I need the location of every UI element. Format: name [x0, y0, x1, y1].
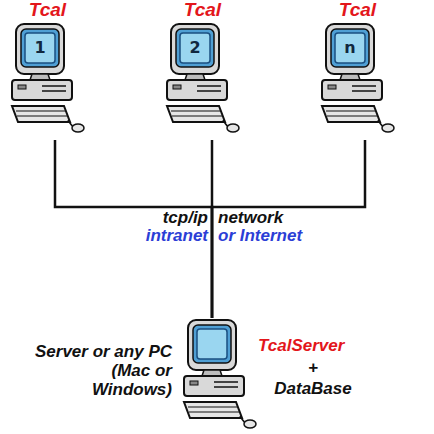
cpu-case [167, 80, 227, 100]
keyboard-row [326, 111, 376, 112]
mouse [244, 420, 256, 428]
client-computer: Tcal 2 [165, 0, 240, 140]
computer-illustration [165, 22, 240, 144]
client-number: n [335, 33, 365, 63]
power-button [190, 381, 198, 385]
keyboard [184, 402, 242, 418]
monitor-body [188, 320, 236, 370]
client-number: 1 [25, 33, 55, 63]
keyboard-row [188, 407, 238, 408]
monitor-screen [25, 33, 55, 63]
mouse [72, 124, 84, 132]
keyboard-row [17, 116, 68, 117]
app-name: Tcal [165, 0, 240, 20]
mouse [382, 124, 394, 132]
server-description: Server or any PC (Mac or Windows) [30, 342, 172, 399]
keyboard-row [172, 116, 223, 117]
power-button [18, 85, 26, 89]
drive-slot [352, 90, 376, 92]
cpu-case [184, 376, 244, 396]
app-name: Tcal [10, 0, 85, 20]
computer-illustration [182, 318, 257, 434]
drive-slot [42, 90, 66, 92]
network-type-label: intranet [80, 226, 208, 245]
cpu-case [322, 80, 382, 100]
network-cable [212, 140, 365, 318]
keyboard-row [16, 111, 66, 112]
network-type-label: or Internet [218, 226, 348, 245]
client-number: 2 [180, 33, 210, 63]
monitor-body [16, 24, 64, 74]
mouse [227, 124, 239, 132]
server-computer: Server or any PC (Mac or Windows) TcalSer… [30, 318, 410, 434]
computer-icon [10, 22, 85, 140]
keyboard [322, 106, 380, 122]
drive-slot [197, 85, 221, 87]
monitor-screen [197, 329, 227, 359]
drive-slot [214, 381, 238, 383]
computer-icon [165, 22, 240, 140]
keyboard-row [327, 116, 378, 117]
keyboard [167, 106, 225, 122]
network-cable [55, 140, 212, 318]
computer-icon [320, 22, 395, 140]
monitor-bezel [193, 325, 231, 363]
keyboard-row [171, 111, 221, 112]
drive-slot [214, 386, 238, 388]
server-app-name: TcalServer [258, 336, 378, 355]
monitor-body [326, 24, 374, 74]
cpu-case [12, 80, 72, 100]
power-button [328, 85, 336, 89]
computer-illustration [320, 22, 395, 144]
drive-slot [352, 85, 376, 87]
protocol-label: tcp/ip [90, 208, 208, 227]
computer-icon [182, 318, 257, 434]
drive-slot [197, 90, 221, 92]
monitor-bezel [176, 29, 214, 67]
plus-sign: + [258, 358, 368, 377]
client-computer: Tcal n [320, 0, 395, 140]
computer-illustration [10, 22, 85, 144]
monitor-screen [180, 33, 210, 63]
keyboard [12, 106, 70, 122]
app-name: Tcal [320, 0, 395, 20]
monitor-bezel [331, 29, 369, 67]
client-computer: Tcal 1 [10, 0, 85, 140]
drive-slot [42, 85, 66, 87]
network-label: network [218, 208, 338, 227]
power-button [173, 85, 181, 89]
monitor-bezel [21, 29, 59, 67]
monitor-screen [335, 33, 365, 63]
monitor-body [171, 24, 219, 74]
keyboard-row [189, 412, 240, 413]
database-name: DataBase [258, 379, 368, 398]
